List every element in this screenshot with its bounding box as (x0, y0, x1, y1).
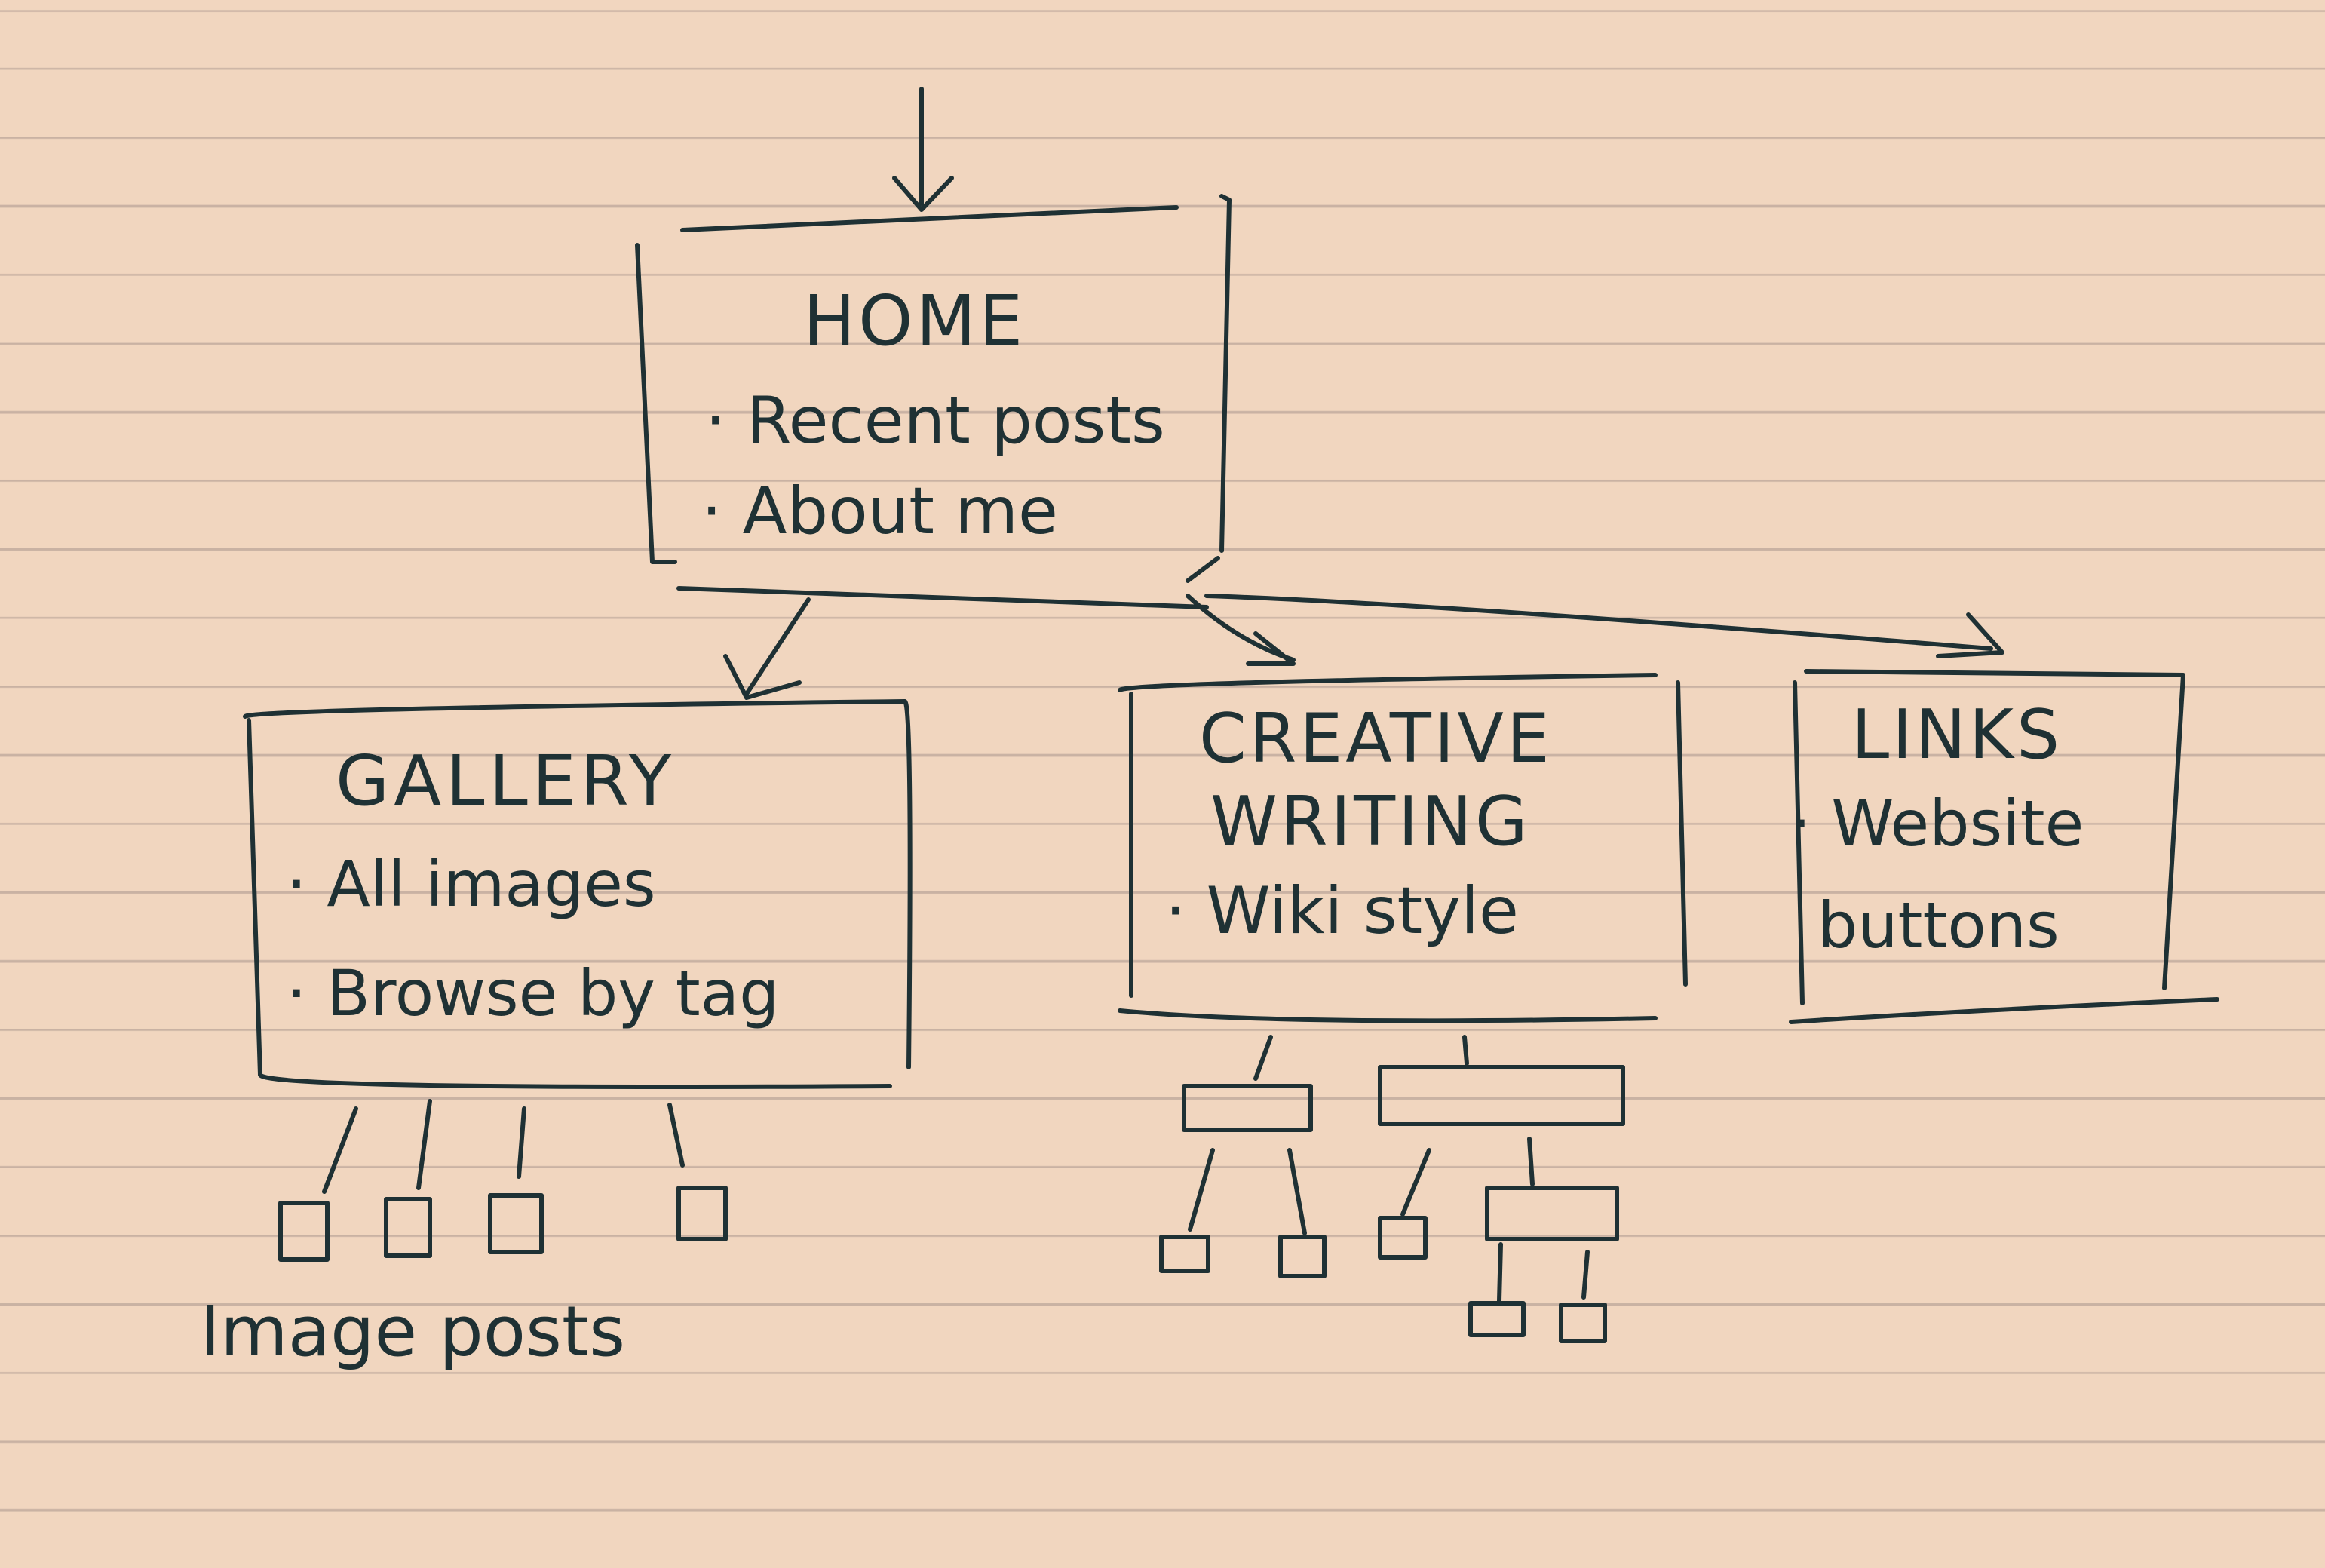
home-to-gallery-arrowhead (723, 654, 802, 700)
creative-writing-box (1118, 673, 1688, 1023)
home-to-links-arrowhead (1936, 612, 2004, 658)
links-box (1789, 669, 2219, 1024)
writing-page-node-g (1468, 1301, 1526, 1337)
home-item-recent-posts: · Recent posts (705, 383, 1165, 459)
gallery-connector-3 (517, 1106, 526, 1179)
image-post-node-2 (384, 1197, 432, 1258)
writing-tree-connector-h (1581, 1250, 1590, 1300)
creative-writing-item-wiki-style: · Wiki style (1165, 873, 1519, 949)
home-to-gallery-arrow (744, 597, 811, 696)
links-item-website: · Website (1791, 787, 2084, 861)
writing-page-node-h (1559, 1303, 1607, 1343)
writing-tree-connector-g (1497, 1242, 1503, 1303)
gallery-item-browse-by-tag: · Browse by tag (287, 956, 780, 1030)
home-to-writing-arrowhead (1246, 631, 1296, 666)
writing-tree-connector-b (1462, 1035, 1469, 1066)
image-post-node-3 (488, 1193, 544, 1254)
home-box (635, 194, 1232, 609)
gallery-item-all-images: · All images (287, 847, 656, 921)
entry-arrow-head (892, 176, 954, 212)
home-to-links-arrow (1204, 594, 1993, 651)
writing-page-node-f (1485, 1186, 1619, 1241)
writing-tree-connector-d (1287, 1148, 1307, 1235)
image-post-node-4 (676, 1186, 728, 1241)
writing-tree-connector-a (1253, 1035, 1273, 1081)
creative-writing-title-line2: WRITING (1210, 782, 1531, 861)
writing-page-node-e (1378, 1216, 1428, 1260)
home-item-about-me: · About me (701, 474, 1058, 549)
gallery-connector-1 (322, 1106, 358, 1194)
writing-tree-connector-c (1188, 1148, 1215, 1232)
gallery-connector-2 (416, 1099, 432, 1190)
image-post-node-1 (278, 1201, 330, 1262)
writing-page-node-c (1159, 1235, 1210, 1273)
gallery-connector-4 (667, 1103, 685, 1168)
home-title: HOME (803, 281, 1026, 361)
creative-writing-title-line1: CREATIVE (1199, 699, 1553, 778)
gallery-title: GALLERY (336, 741, 676, 821)
gallery-box (243, 699, 913, 1089)
links-item-buttons: buttons (1817, 888, 2060, 962)
writing-page-node-a (1182, 1084, 1313, 1132)
gallery-children-label: Image posts (200, 1291, 625, 1372)
links-title: LINKS (1851, 695, 2063, 775)
writing-page-node-d (1278, 1235, 1327, 1278)
writing-tree-connector-f (1527, 1137, 1535, 1186)
writing-page-node-b (1378, 1065, 1625, 1126)
writing-tree-connector-e (1400, 1148, 1431, 1217)
